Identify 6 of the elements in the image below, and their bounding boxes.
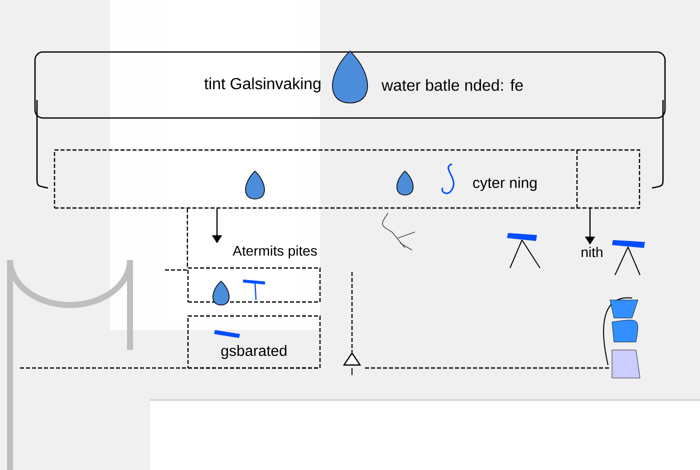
dashed-box: cyter ning [54, 149, 640, 209]
text-label: Atermits pites [232, 245, 317, 259]
dashed-box [187, 267, 321, 303]
text-label: nith [582, 246, 602, 258]
dashed-box: gsbarated [187, 315, 321, 369]
title-box: tint Galsinvaking water batle nded: fe [34, 51, 666, 119]
